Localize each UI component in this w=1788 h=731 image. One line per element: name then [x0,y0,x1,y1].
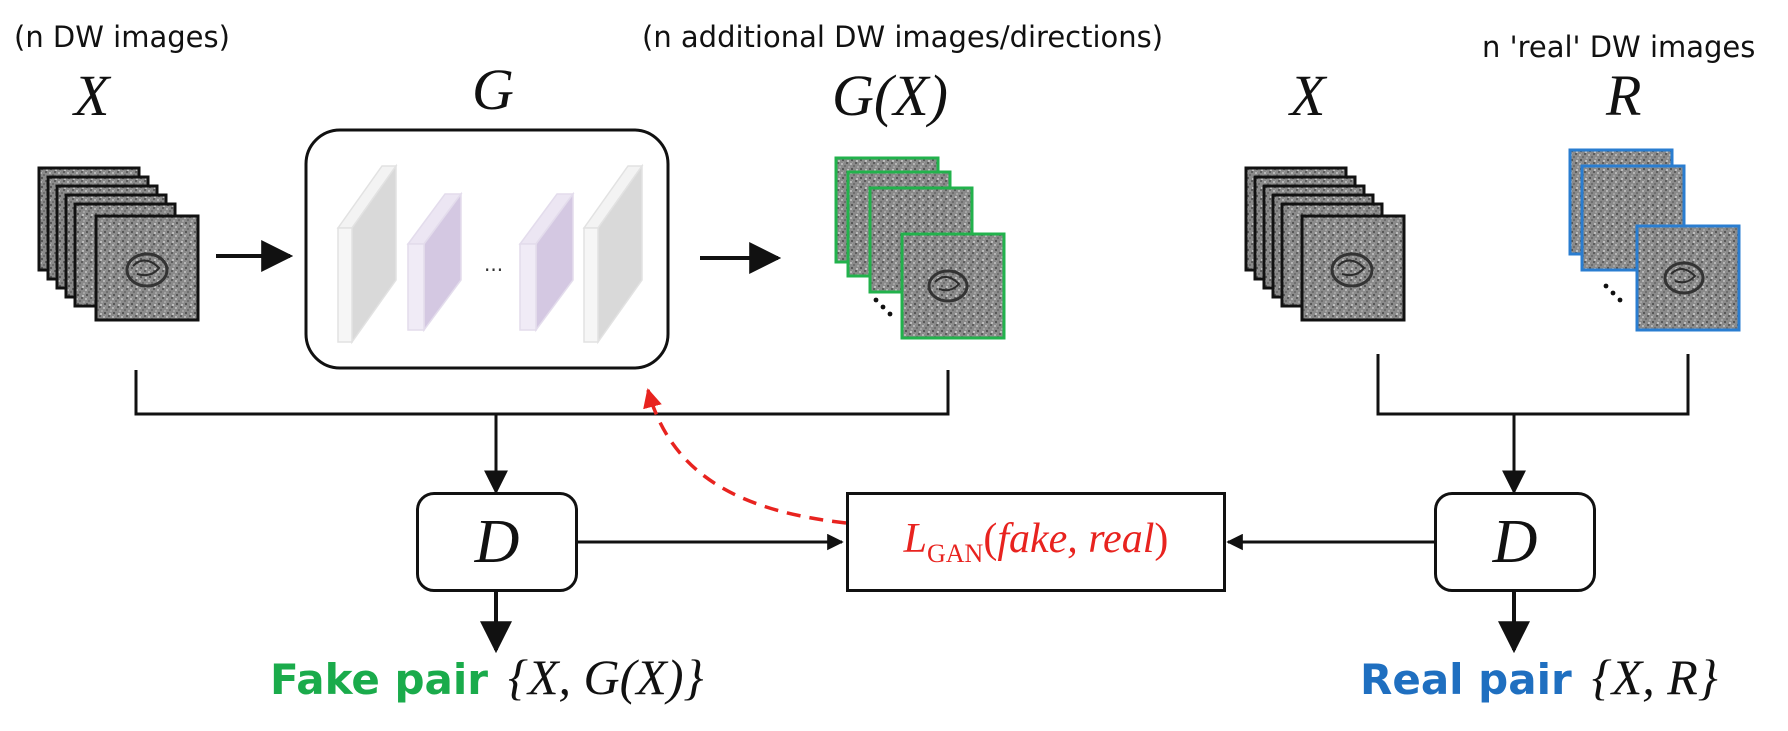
fake-pair-set: {X, G(X)} [508,649,704,705]
loss-feedback-arrow [643,388,847,525]
discriminator-real-label: D [1492,507,1538,576]
discriminator-real: D [1434,492,1596,592]
input-images-note: (n DW images) [14,20,230,54]
input-symbol-left: X [74,63,110,128]
real-stack [1568,148,1741,332]
real-images-note: n 'real' DW images [1482,30,1756,64]
generator-ellipsis: ... [484,252,504,276]
gan-loss-box: LGAN(fake, real) [846,492,1226,592]
generated-symbol: G(X) [832,63,948,128]
generated-images-note: (n additional DW images/directions) [642,20,1164,54]
generator-symbol: G [472,57,514,122]
generator-network [304,128,670,370]
discriminator-fake: D [416,492,578,592]
real-symbol: R [1606,63,1642,128]
discriminator-fake-label: D [474,507,520,576]
fake-pair-label: Fake pair [270,655,488,704]
input-stack-left [37,166,200,322]
input-stack-right [1244,166,1406,322]
real-merge-connector [1376,354,1690,495]
real-pair: Real pair {X, R} [1360,648,1718,706]
input-symbol-right: X [1290,63,1326,128]
fake-pair: Fake pair {X, G(X)} [270,648,703,706]
fake-merge-connector [134,370,950,495]
real-pair-label: Real pair [1360,655,1572,704]
gan-loss-label: LGAN(fake, real) [903,516,1169,568]
gan-loss-args: fake, real [997,516,1155,562]
generated-stack [834,156,1006,340]
real-pair-set: {X, R} [1591,649,1718,705]
